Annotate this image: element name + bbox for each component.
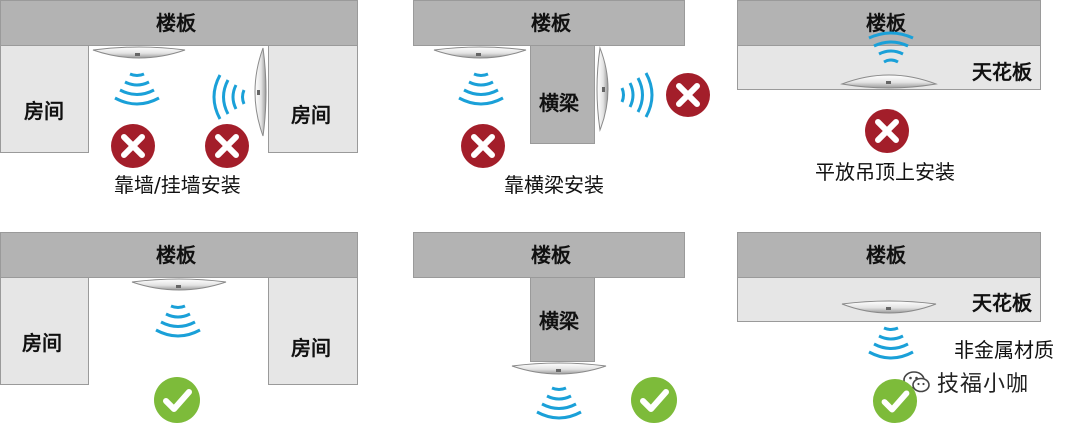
cross-mark-icon — [865, 109, 909, 153]
wifi-signal-icon — [458, 72, 504, 106]
room-label: 房间 — [24, 99, 64, 123]
floor-slab-label: 楼板 — [531, 11, 571, 35]
floor-slab-label: 楼板 — [531, 243, 571, 267]
ceiling-label: 天花板 — [972, 291, 1032, 315]
room-label: 房间 — [22, 331, 62, 355]
wireless-ap-icon — [254, 47, 267, 137]
room-left — [0, 45, 89, 153]
beam-label: 横梁 — [539, 309, 579, 333]
floor-slab — [0, 0, 358, 46]
cross-mark-icon — [205, 124, 249, 168]
floor-slab — [737, 0, 1041, 46]
check-mark-icon — [631, 377, 677, 423]
wireless-ap-icon — [433, 46, 527, 59]
beam-label: 横梁 — [539, 91, 579, 115]
wifi-signal-icon — [536, 386, 582, 420]
floor-slab — [413, 232, 685, 278]
beam — [530, 45, 595, 144]
wireless-ap-icon — [841, 300, 937, 314]
beam — [530, 277, 595, 362]
wechat-logo-icon — [903, 371, 930, 393]
room-right — [268, 45, 358, 153]
floor-slab-label: 楼板 — [156, 243, 196, 267]
floor-slab-label: 楼板 — [156, 11, 196, 35]
floor-slab — [413, 0, 685, 46]
wifi-signal-icon — [212, 74, 246, 120]
wireless-ap-icon — [511, 362, 607, 375]
wireless-ap-icon — [131, 278, 227, 291]
wifi-signal-icon — [868, 31, 914, 64]
wifi-signal-icon — [114, 72, 160, 106]
wireless-ap-icon — [92, 46, 186, 59]
caption-beam-mount: 靠横梁安装 — [504, 173, 604, 197]
watermark: 技福小咖 — [903, 366, 1029, 398]
floor-slab — [737, 232, 1041, 278]
floor-slab-label: 楼板 — [866, 11, 906, 35]
floor-slab — [0, 232, 358, 278]
wifi-signal-icon — [155, 304, 201, 338]
room-label: 房间 — [291, 103, 331, 127]
ceiling-panel — [737, 277, 1041, 322]
wireless-ap-icon — [596, 46, 609, 132]
caption-flat-ceiling: 平放吊顶上安装 — [815, 160, 955, 184]
wireless-ap-icon — [840, 74, 938, 89]
caption-wall-mount: 靠墙/挂墙安装 — [114, 173, 241, 197]
wifi-signal-icon — [868, 326, 914, 360]
wifi-signal-icon — [620, 72, 654, 118]
room-right — [268, 277, 358, 385]
cross-mark-icon — [111, 124, 155, 168]
note-non-metal: 非金属材质 — [954, 338, 1054, 362]
check-mark-icon — [872, 378, 918, 424]
cross-mark-icon — [461, 124, 505, 168]
watermark-text: 技福小咖 — [937, 372, 1030, 397]
cross-mark-icon — [666, 73, 710, 117]
ceiling-label: 天花板 — [972, 60, 1032, 84]
room-label: 房间 — [291, 336, 331, 360]
check-mark-icon — [154, 377, 200, 423]
room-left — [0, 277, 89, 385]
floor-slab-label: 楼板 — [866, 243, 906, 267]
